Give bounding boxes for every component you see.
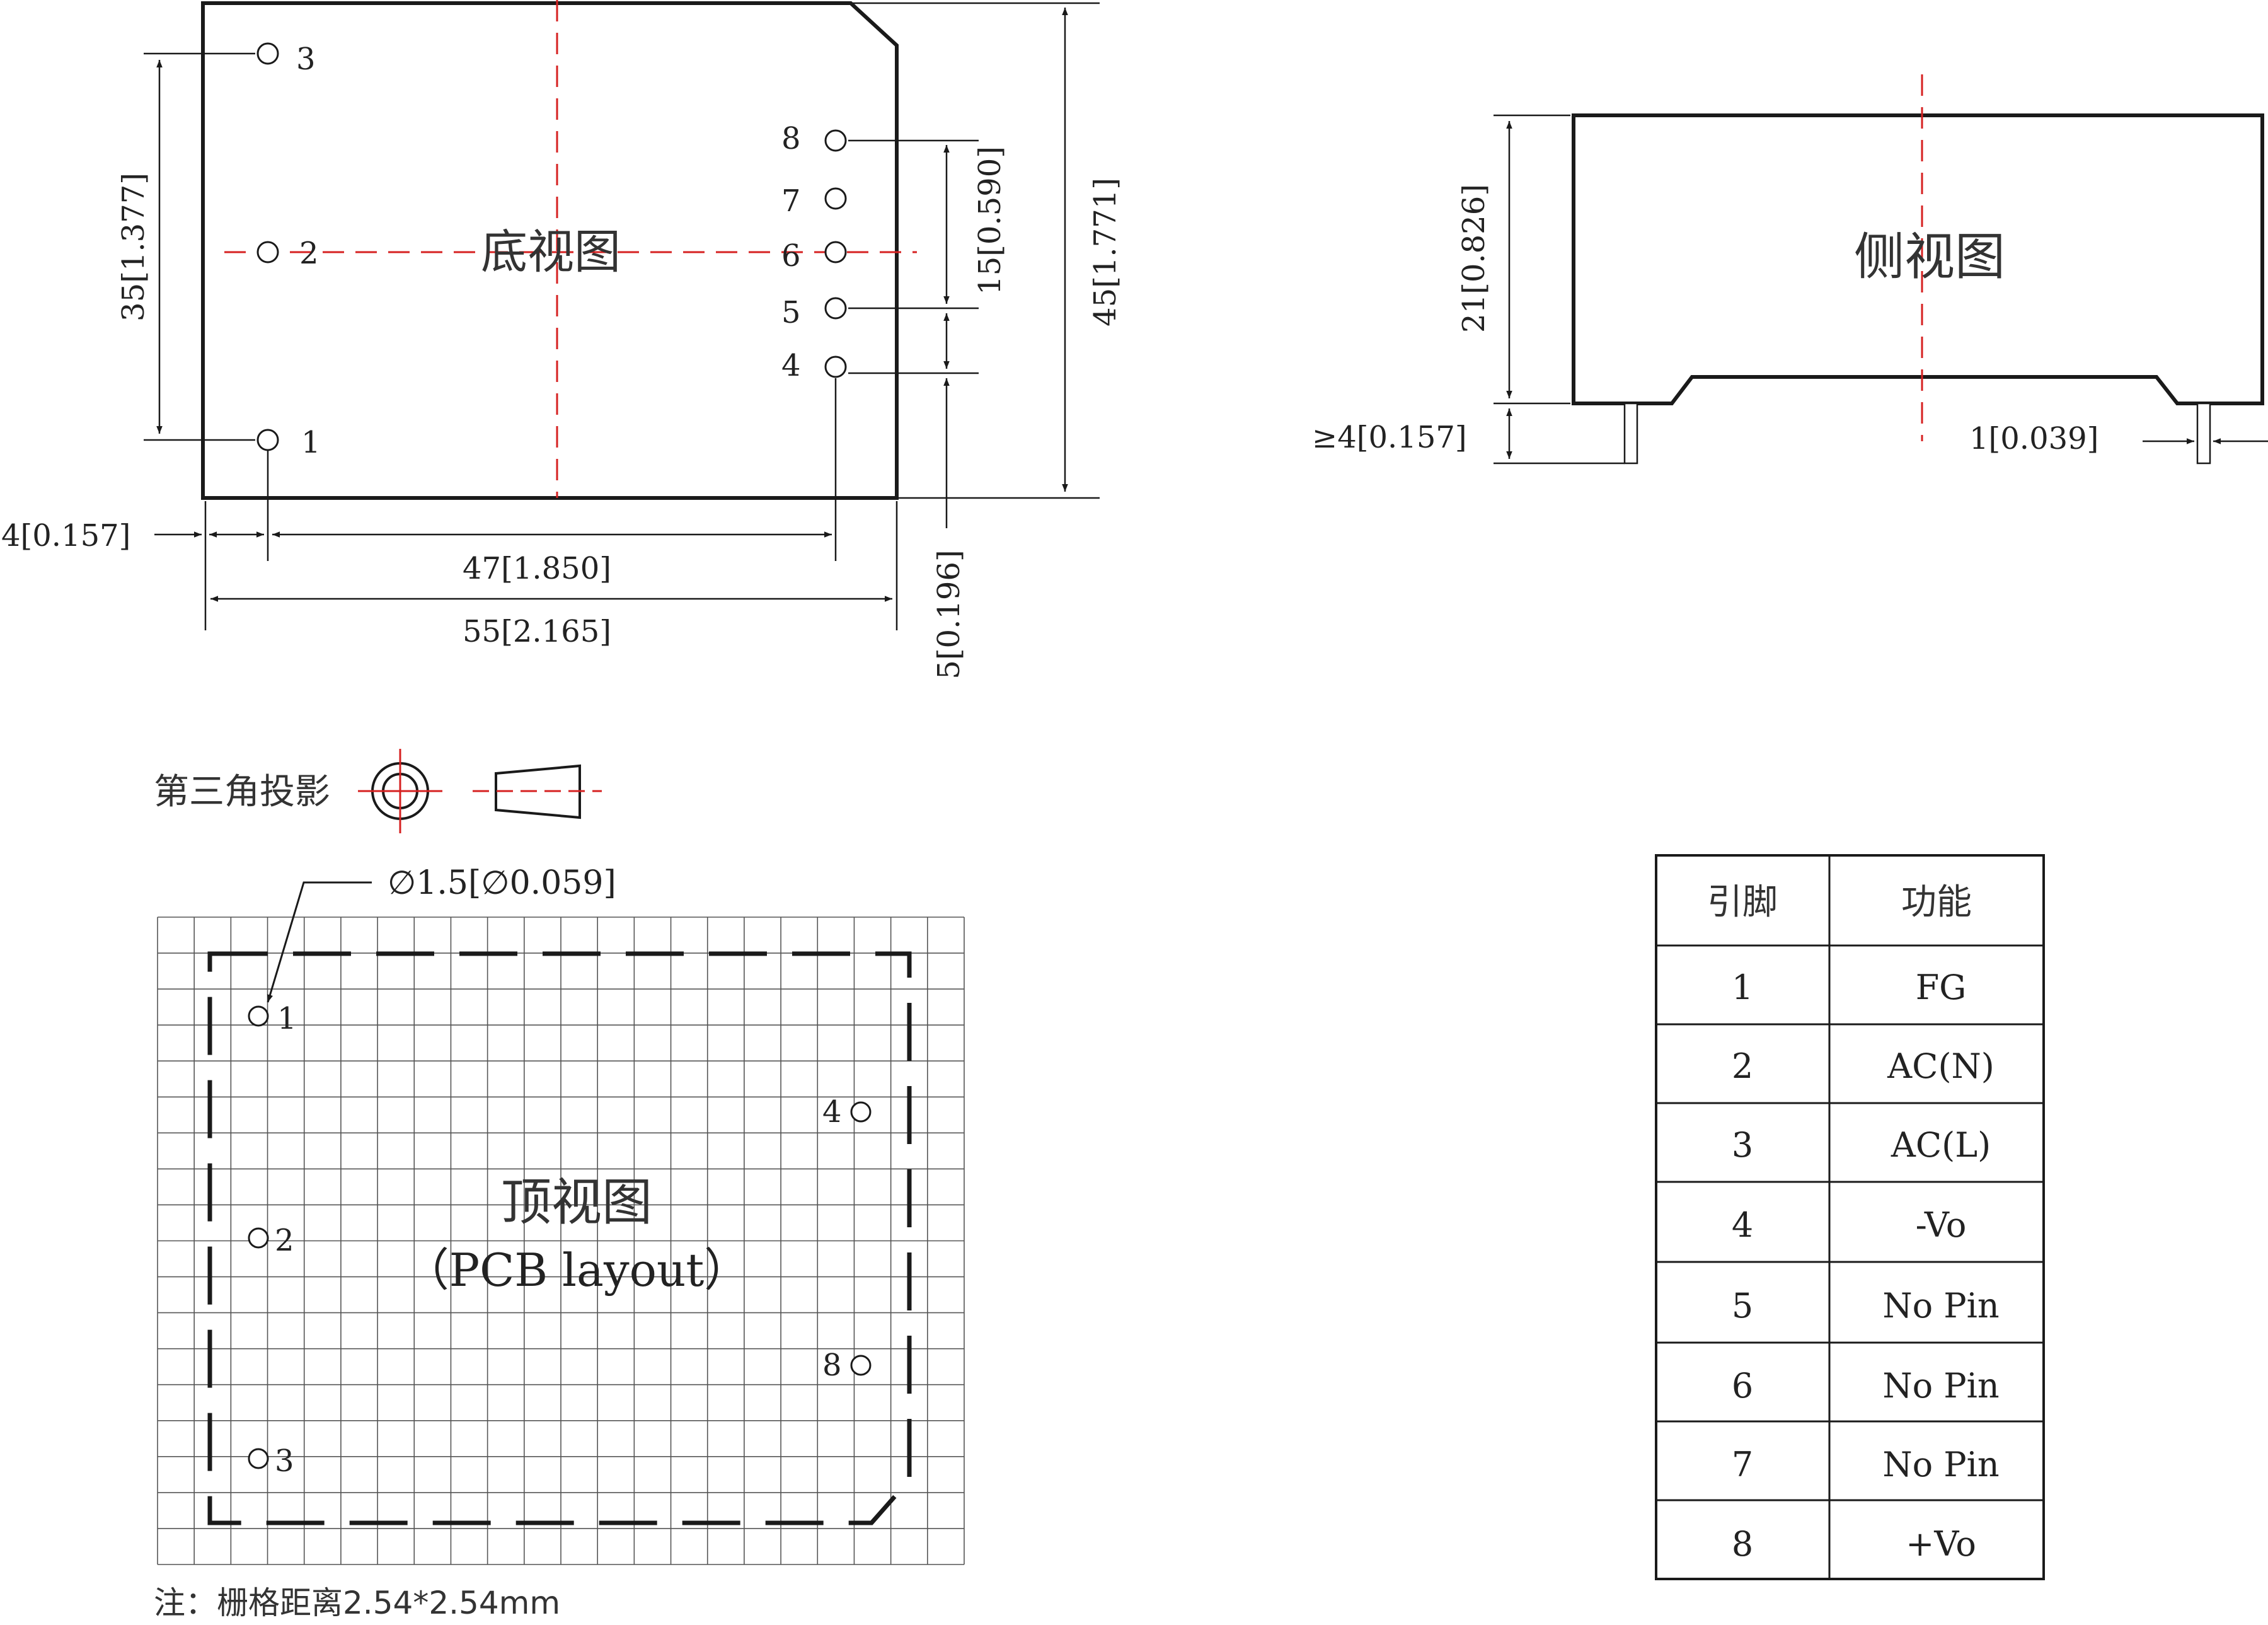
side-pin-right bbox=[2196, 402, 2211, 465]
table-cell-pin: 5 bbox=[1732, 1286, 1753, 1326]
table-cell-function: No Pin bbox=[1882, 1286, 1999, 1326]
grid-note: 注：栅格距离2.54*2.54mm bbox=[154, 1585, 560, 1621]
pin-label: 3 bbox=[296, 42, 316, 77]
dim-pin-dia-label: 1[0.039] bbox=[1969, 421, 2098, 456]
pcb-pin-1: 1 bbox=[248, 1001, 297, 1036]
top-view-title: 顶视图 bbox=[501, 1173, 652, 1232]
table-cell-function: +Vo bbox=[1906, 1524, 1976, 1564]
pcb-pin-3: 3 bbox=[248, 1443, 294, 1479]
table-cell-pin: 4 bbox=[1732, 1205, 1753, 1245]
pin-label: 2 bbox=[275, 1223, 294, 1258]
dim-45-label: 45[1.771] bbox=[1088, 178, 1123, 327]
projection-trapezoid bbox=[495, 764, 581, 819]
table-cell-pin: 2 bbox=[1732, 1046, 1753, 1086]
projection-symbol: 第三角投影 bbox=[154, 749, 602, 833]
table-header-function: 功能 bbox=[1901, 882, 1972, 923]
hole-leader bbox=[267, 881, 372, 1003]
table-cell-function: FG bbox=[1916, 968, 1967, 1007]
table-cell-pin: 1 bbox=[1732, 968, 1753, 1007]
dim-47-label: 47[1.850] bbox=[463, 551, 611, 586]
table-cell-function: -Vo bbox=[1916, 1205, 1967, 1245]
pin-label: 4 bbox=[781, 348, 801, 383]
table-cell-pin: 3 bbox=[1732, 1125, 1753, 1165]
pin-label: 1 bbox=[277, 1001, 297, 1036]
pin-label: 8 bbox=[781, 121, 801, 156]
top-view-subtitle: （PCB layout） bbox=[404, 1244, 750, 1297]
table-cell-function: No Pin bbox=[1882, 1366, 1999, 1406]
side-view: 侧视图 21[0.826] ≥4[0.157] 1[0.039] bbox=[1312, 74, 2268, 465]
table-cell-pin: 7 bbox=[1732, 1445, 1753, 1484]
dim-pin-length-label: ≥4[0.157] bbox=[1312, 420, 1467, 455]
pin-table: 引脚 功能 1 FG 2 AC(N) 3 AC(L) 4 -Vo 5 No Pi… bbox=[1655, 854, 2045, 1580]
table-cell-function: AC(L) bbox=[1891, 1125, 1991, 1165]
right-pin-6: 6 bbox=[781, 238, 847, 274]
dim-35-label: 35[1.377] bbox=[116, 173, 151, 321]
hole-dim-label: ∅1.5[∅0.059] bbox=[388, 864, 616, 902]
side-view-outline bbox=[1572, 113, 2264, 405]
dim-5-label: 5[0.196] bbox=[931, 550, 967, 679]
pcb-outline bbox=[207, 951, 912, 1525]
right-pin-7: 7 bbox=[781, 183, 847, 219]
dim-4-label: 4[0.157] bbox=[1, 518, 130, 553]
dim-55-label: 55[2.165] bbox=[463, 614, 611, 649]
left-pin-2: 2 bbox=[256, 236, 319, 271]
bottom-view-outline bbox=[201, 1, 899, 500]
pcb-pin-8: 8 bbox=[822, 1348, 872, 1383]
pin-label: 2 bbox=[299, 236, 319, 271]
pin-label: 8 bbox=[822, 1348, 842, 1383]
side-view-title: 侧视图 bbox=[1854, 228, 2005, 286]
dim-21-label: 21[0.826] bbox=[1456, 184, 1492, 333]
left-pin-3: 3 bbox=[256, 42, 316, 77]
pin-label: 7 bbox=[781, 183, 801, 219]
projection-label: 第三角投影 bbox=[154, 772, 330, 812]
pcb-pin-2: 2 bbox=[248, 1223, 294, 1258]
right-pin-8: 8 bbox=[781, 121, 847, 156]
dim-15-label: 15[0.590] bbox=[972, 146, 1008, 295]
pin-label: 4 bbox=[822, 1094, 842, 1130]
right-pin-5: 5 bbox=[781, 295, 847, 330]
pcb-pin-4: 4 bbox=[822, 1094, 872, 1130]
left-pin-1: 1 bbox=[256, 425, 321, 460]
pin-label: 5 bbox=[781, 295, 801, 330]
table-cell-pin: 6 bbox=[1732, 1366, 1753, 1406]
top-view: 顶视图 （PCB layout） 1 2 3 4 8 ∅1.5[∅0.059] … bbox=[154, 864, 965, 1621]
bottom-view: 底视图 3 2 1 8 7 6 5 bbox=[1, 0, 1123, 679]
table-cell-pin: 8 bbox=[1732, 1524, 1753, 1564]
pin-label: 1 bbox=[301, 425, 321, 460]
pin-label: 3 bbox=[275, 1443, 294, 1479]
side-pin-left bbox=[1623, 402, 1638, 465]
pin-label: 6 bbox=[781, 238, 801, 274]
table-cell-function: AC(N) bbox=[1887, 1046, 1995, 1086]
table-header-pin: 引脚 bbox=[1707, 882, 1778, 923]
right-pin-4: 4 bbox=[781, 348, 847, 383]
table-cell-function: No Pin bbox=[1882, 1445, 1999, 1484]
bottom-view-title: 底视图 bbox=[481, 225, 621, 279]
